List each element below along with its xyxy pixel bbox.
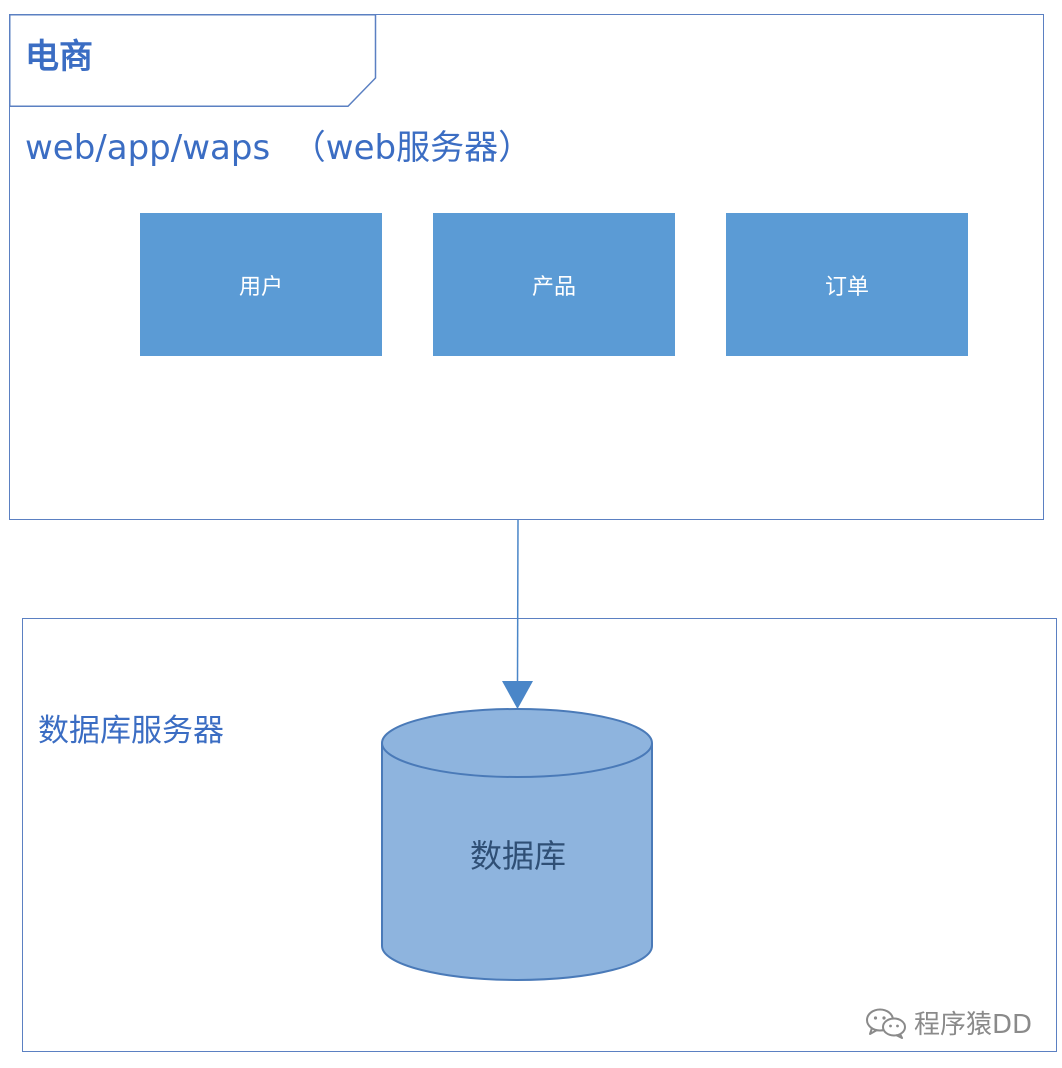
module-product[interactable]: 产品: [433, 213, 675, 356]
watermark-text: 程序猿DD: [914, 1010, 1033, 1040]
database-label: 数据库: [469, 837, 566, 875]
package-tab: [9, 14, 377, 107]
db-server-frame: [22, 618, 1057, 1052]
wechat-icon: [866, 1008, 906, 1039]
web-server-frame: [9, 14, 1044, 520]
module-order[interactable]: 订单: [726, 213, 968, 356]
watermark: 程序猿DD: [864, 1004, 1032, 1041]
package-title: 电商: [25, 37, 93, 77]
module-user[interactable]: 用户: [140, 213, 382, 356]
db-server-subtitle: 数据库服务器: [38, 713, 224, 749]
web-server-subtitle: web/app/waps （web服务器）: [25, 128, 533, 168]
